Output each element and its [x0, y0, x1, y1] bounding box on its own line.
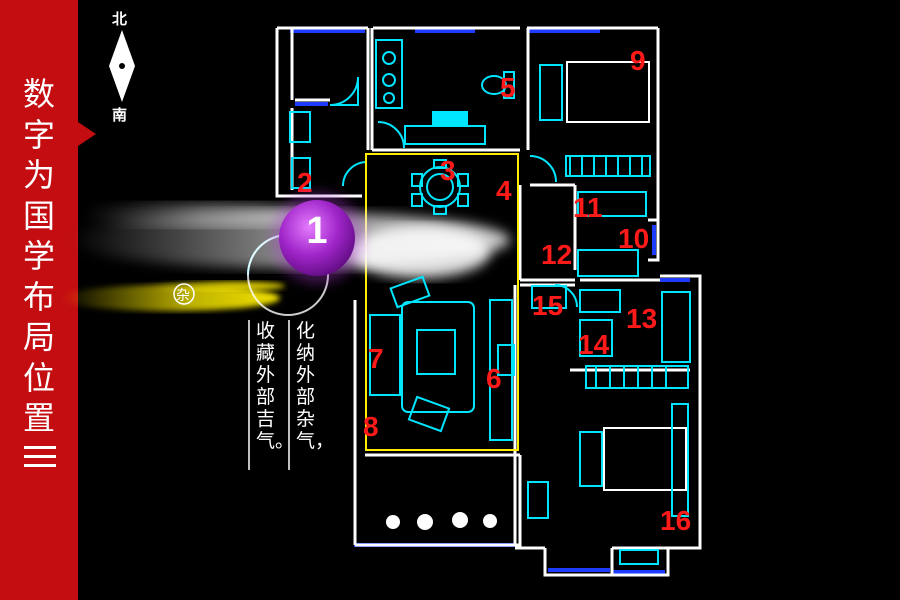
balcony-plants — [386, 512, 497, 530]
room-number: 12 — [541, 239, 572, 270]
room-number: 14 — [578, 329, 610, 360]
clutter-mark: 杂 — [176, 288, 190, 304]
room-number: 7 — [368, 343, 384, 374]
title-char: 为 — [22, 156, 55, 194]
room-number: 10 — [618, 223, 649, 254]
clutter-mark-circle — [173, 283, 195, 305]
sidebar-notch — [78, 122, 96, 146]
room-number: 11 — [573, 192, 603, 223]
title-char: 位 — [22, 358, 55, 397]
menu-lines-icon[interactable] — [22, 444, 58, 470]
room-number: 8 — [363, 411, 379, 442]
walls — [275, 26, 702, 577]
room-number: 15 — [532, 290, 563, 321]
title-char: 字 — [22, 115, 55, 154]
room-numbers: 2 3 4 5 6 7 8 9 10 11 12 13 14 15 16 — [297, 45, 691, 536]
room-number: 16 — [660, 505, 691, 536]
title-char: 布 — [22, 277, 55, 316]
annotation-line-2: 收藏外部吉气。 — [256, 320, 295, 452]
title-char: 数 — [22, 75, 55, 113]
sidebar-title: 数 字 为 国 学 布 局 位 置 — [18, 74, 60, 439]
room-number: 2 — [297, 167, 313, 198]
title-char: 局 — [22, 318, 55, 356]
title-char: 学 — [22, 237, 55, 275]
title-char: 置 — [22, 399, 55, 437]
room-number: 3 — [440, 155, 456, 186]
room-number: 4 — [496, 175, 512, 206]
room-number: 6 — [486, 363, 502, 394]
room-number: 9 — [630, 45, 646, 76]
compass-north-label: 北 — [112, 10, 128, 28]
title-char: 国 — [22, 196, 55, 235]
living-zone-outline — [365, 153, 519, 451]
entry-badge-number: 1 — [306, 210, 328, 252]
compass-south-label: 南 — [112, 106, 128, 124]
room-number: 13 — [626, 303, 657, 334]
furniture — [289, 39, 691, 565]
annotation-line-1: 化纳外部杂气， — [296, 320, 335, 452]
compass-needle-icon — [109, 30, 135, 102]
entry-badge — [279, 200, 355, 276]
room-number: 5 — [500, 72, 516, 103]
